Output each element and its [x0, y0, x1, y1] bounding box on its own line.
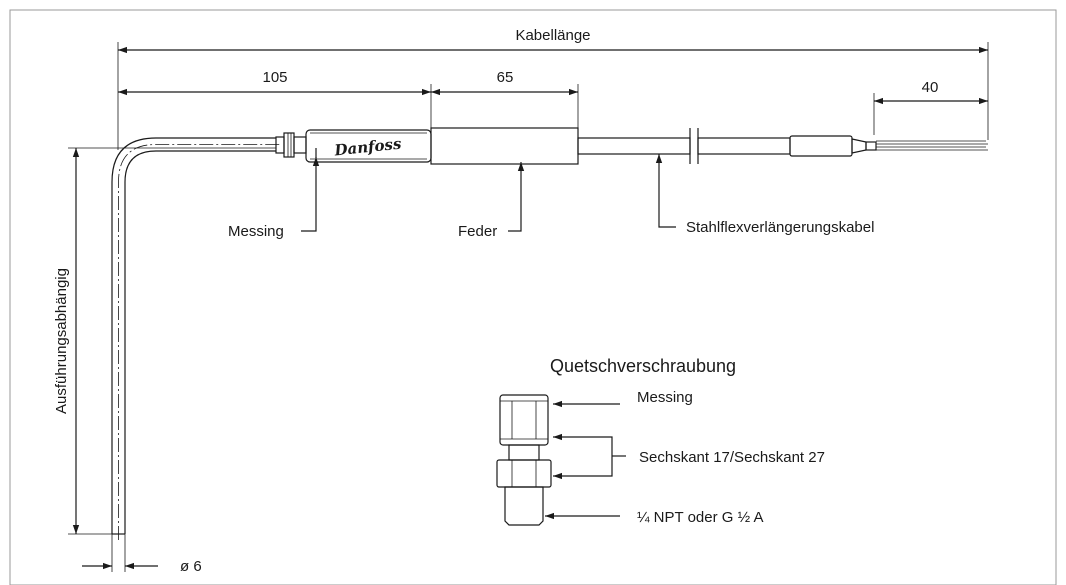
dim-65-label: 65	[497, 69, 514, 86]
spring	[430, 127, 579, 165]
flex-cable	[577, 128, 791, 164]
probe-tube	[111, 137, 280, 540]
drawing-frame	[9, 9, 1057, 585]
fitting-material-label: Messing	[637, 389, 693, 406]
feder-label: Feder	[458, 223, 497, 240]
brand-logo: Danfoss	[333, 134, 403, 159]
compression-fitting	[496, 394, 552, 526]
fitting-leaders	[545, 400, 626, 520]
cable-label: Stahlflexverlängerungskabel	[686, 219, 874, 236]
fitting-title: Quetschverschraubung	[550, 356, 736, 376]
leader-lines	[301, 154, 676, 232]
diameter-label: ø 6	[180, 558, 202, 575]
handle-body: Danfoss	[305, 129, 432, 163]
fitting-thread-label: ¼ NPT oder G ½ A	[637, 509, 763, 526]
fitting-hex-label: Sechskant 17/Sechskant 27	[639, 449, 825, 466]
dimension-lines	[68, 42, 989, 572]
height-label: Ausführungsabhängig	[53, 268, 70, 414]
dim-105-label: 105	[262, 69, 287, 86]
messing-label: Messing	[228, 223, 284, 240]
cable-end	[789, 135, 988, 157]
dim-40-label: 40	[922, 79, 939, 96]
cable-length-label: Kabellänge	[515, 27, 590, 44]
brass-connector	[275, 132, 307, 158]
